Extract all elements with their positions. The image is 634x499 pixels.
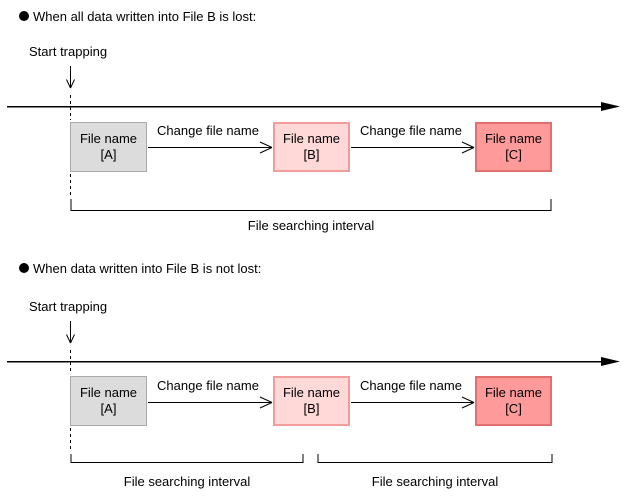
rename-arrow-a-b [148,141,273,154]
timeline-arrow [7,357,620,366]
file-box-b: File name [B] [273,376,350,426]
change-file-name-label: Change file name [360,378,462,393]
interval-bracket-1 [70,454,304,463]
interval-bracket [70,199,552,211]
file-searching-interval-label: File searching interval [123,474,251,489]
change-file-name-label: Change file name [157,378,259,393]
file-box-c-line1: File name [484,131,543,146]
file-box-b-line2: [B] [303,401,320,416]
file-box-b-line1: File name [282,131,341,146]
file-box-b: File name [B] [273,122,350,172]
interval-bracket-2 [317,454,553,463]
file-box-a: File name [A] [70,376,147,426]
file-searching-interval-label: File searching interval [247,218,375,233]
bullet-icon [19,263,29,273]
file-box-a-line2: [A] [100,147,117,162]
file-box-c-line2: [C] [505,147,522,162]
file-box-a: File name [A] [70,122,147,172]
rename-arrow-a-b [148,396,273,409]
file-searching-interval-label: File searching interval [371,474,499,489]
file-box-b-line1: File name [282,385,341,400]
file-box-c: File name [C] [475,122,552,172]
file-box-a-line1: File name [79,385,138,400]
file-box-a-line2: [A] [100,401,117,416]
rename-arrow-b-c [351,141,475,154]
bullet-icon [19,11,29,21]
change-file-name-label: Change file name [157,123,259,138]
change-file-name-label: Change file name [360,123,462,138]
file-box-c: File name [C] [475,376,552,426]
rename-arrow-b-c [351,396,475,409]
section-1-heading: When all data written into File B is los… [33,9,257,24]
timeline-arrow [7,102,620,111]
start-trapping-label: Start trapping [29,44,108,59]
file-box-a-line1: File name [79,131,138,146]
start-trapping-arrow [66,66,75,89]
section-2-heading: When data written into File B is not los… [33,261,262,276]
start-trapping-arrow [66,321,75,344]
file-box-b-line2: [B] [303,147,320,162]
start-trapping-label: Start trapping [29,299,108,314]
file-box-c-line2: [C] [505,401,522,416]
file-box-c-line1: File name [484,385,543,400]
